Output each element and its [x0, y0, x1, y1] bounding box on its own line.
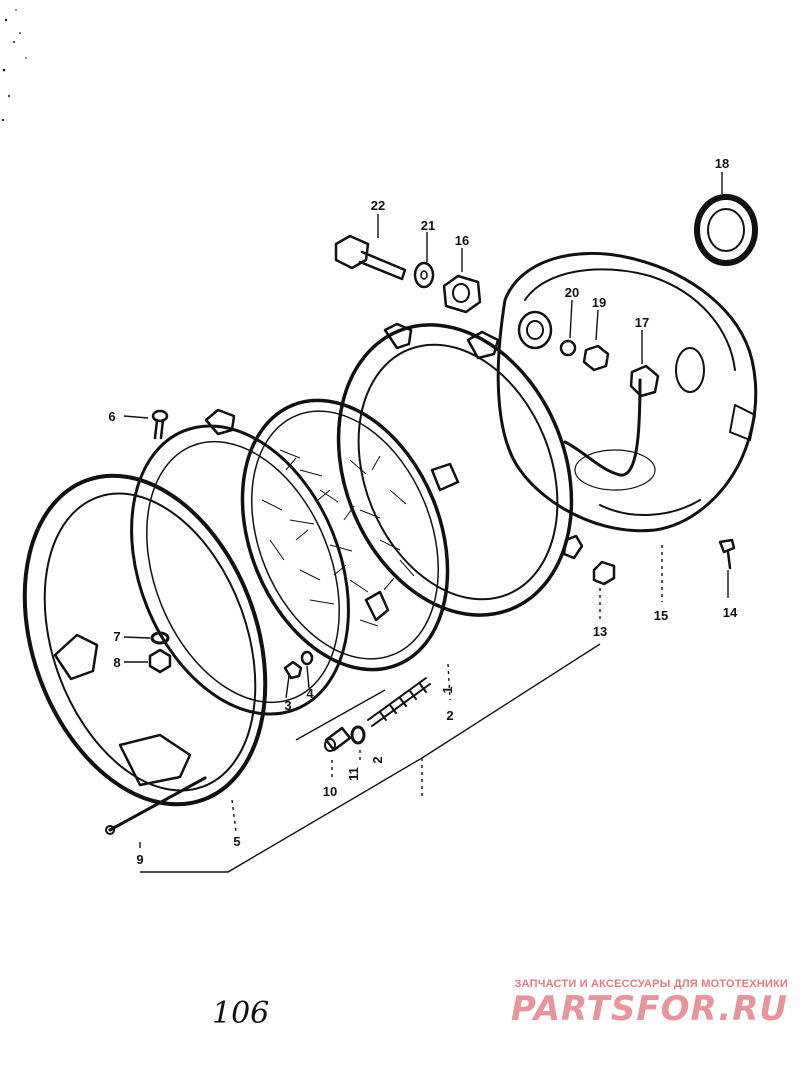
part-4-washer: [300, 650, 314, 666]
callout-17: 17: [635, 315, 649, 330]
part-17-clamp: [629, 364, 660, 398]
part-13-nut: [592, 560, 616, 586]
callout-7: 7: [113, 629, 120, 644]
part-10-sleeve: [324, 726, 352, 752]
callout-21: 21: [421, 218, 435, 233]
callout-2: 2: [446, 708, 453, 723]
part-22-bolt: [334, 234, 407, 281]
part-9-bolt: [105, 776, 207, 835]
part-14-screw: [718, 538, 736, 570]
callout-6: 6: [108, 409, 115, 424]
part-15-housing: [496, 251, 758, 533]
callout-14: 14: [723, 605, 738, 620]
part-3-screw: [283, 660, 303, 680]
callout-13: 13: [593, 624, 607, 639]
part-16-bushing: [442, 274, 482, 314]
callout-15: 15: [654, 608, 668, 623]
part-7-washer: [150, 631, 170, 645]
part-5-rim: [22, 473, 268, 807]
callout-22: 22: [371, 198, 385, 213]
watermark-tagline: ЗАПЧАСТИ И АКСЕССУАРЫ ДЛЯ МОТОТЕХНИКИ: [514, 978, 788, 990]
callout-5: 5: [233, 834, 240, 849]
part-20-nut: [559, 339, 577, 357]
part-21-washer: [413, 261, 435, 289]
callout-2-spring: 2: [370, 756, 385, 763]
part-2-sealed-beam: [240, 398, 460, 672]
part-6-screw: [151, 409, 169, 440]
callout-1: 1: [440, 686, 455, 693]
page-number: 106: [212, 996, 270, 1031]
part-11-nut: [350, 725, 366, 745]
callout-16: 16: [455, 233, 469, 248]
callout-8: 8: [113, 655, 120, 670]
callout-labels: 22 21 16 18 20 19 17 6 7 8 3 4 1 2 2 11 …: [108, 156, 738, 867]
part-12-spring: [367, 677, 431, 727]
part-1-mounting-ring: [336, 322, 584, 617]
watermark: ЗАПЧАСТИ И АКСЕССУАРЫ ДЛЯ МОТОТЕХНИКИ PA…: [511, 978, 788, 1028]
part-18-grommet: [694, 194, 758, 266]
callout-11: 11: [346, 767, 361, 781]
callout-4: 4: [306, 686, 314, 701]
part-8-nut: [148, 648, 172, 674]
part-19-nut: [582, 344, 610, 372]
leader-lines: [123, 172, 729, 873]
callout-9: 9: [136, 852, 143, 867]
callout-10: 10: [323, 784, 337, 799]
retaining-ring: [130, 408, 350, 716]
scan-speckle: [1, 9, 27, 122]
watermark-logo: PARTSFOR.RU: [510, 989, 788, 1029]
callout-3: 3: [284, 698, 291, 713]
callout-18: 18: [715, 156, 729, 171]
callout-20: 20: [565, 285, 579, 300]
callout-19: 19: [592, 295, 606, 310]
